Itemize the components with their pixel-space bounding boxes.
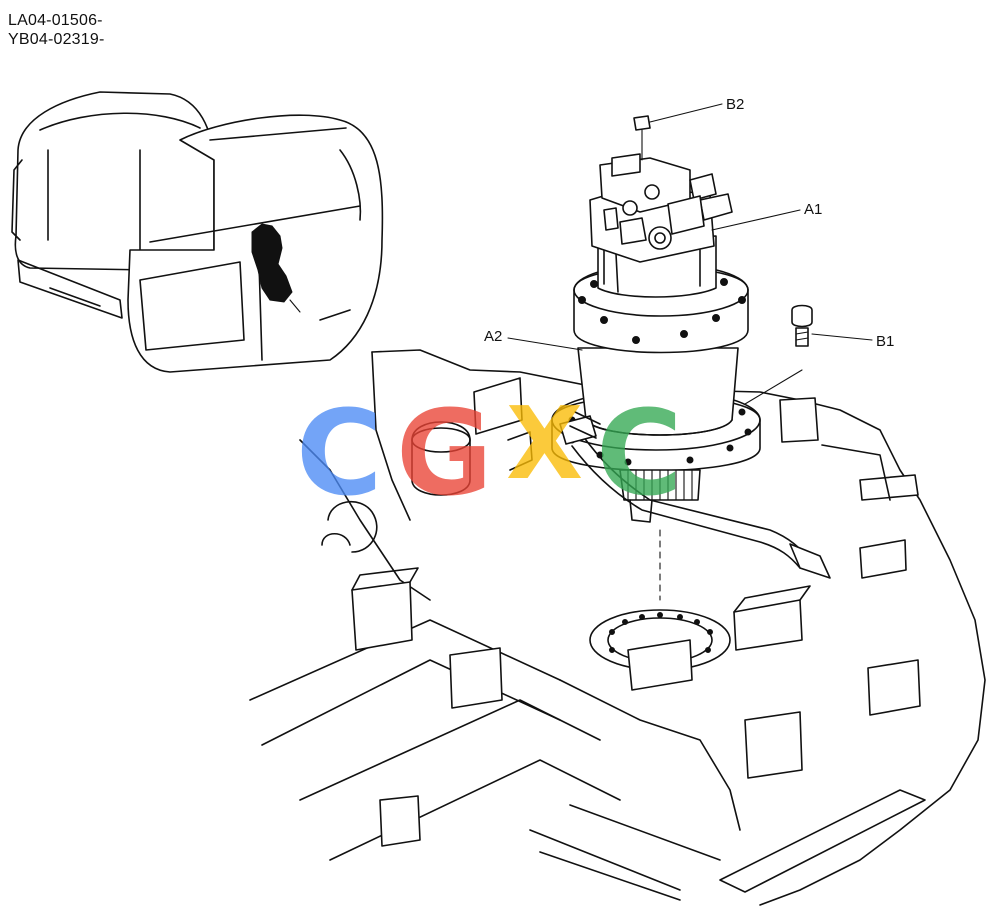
callout-b1: B1 <box>876 333 895 350</box>
watermark-letter-c1: C <box>296 384 383 522</box>
serial-range-1: LA04-01506- <box>8 12 103 29</box>
serial-range-2: YB04-02319- <box>8 31 105 48</box>
excavator-overview-icon <box>11 91 384 373</box>
callout-a2: A2 <box>484 328 503 345</box>
watermark-letter-c2: C <box>596 384 683 522</box>
watermark: C G X C <box>296 394 716 513</box>
callout-a1: A1 <box>804 201 823 218</box>
upper-frame-icon <box>249 349 986 906</box>
swing-motor-icon <box>551 115 813 601</box>
callout-b2: B2 <box>726 96 745 113</box>
bolt-icon <box>791 304 813 347</box>
watermark-letter-g: G <box>396 384 493 522</box>
watermark-letter-x: X <box>506 385 584 502</box>
plug-icon <box>633 115 651 161</box>
hydraulic-hose-icon <box>559 411 831 579</box>
location-marker-icon <box>251 223 293 303</box>
